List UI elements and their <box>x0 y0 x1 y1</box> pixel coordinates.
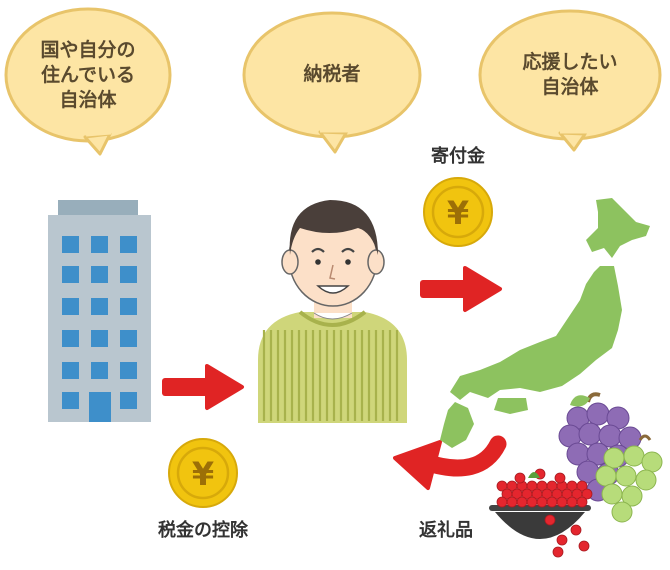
building-window <box>62 236 79 253</box>
ikura-egg <box>546 496 558 508</box>
ikura-egg <box>552 546 564 558</box>
grape-purple <box>586 402 610 426</box>
bubble-line: 自治体 <box>59 89 117 111</box>
ikura-egg <box>506 496 518 508</box>
building-window <box>62 330 79 347</box>
ikura-egg <box>556 534 568 546</box>
building-icon <box>48 200 151 422</box>
bubble-support-government <box>478 9 662 152</box>
ikura-egg <box>516 496 528 508</box>
building-window <box>91 330 108 347</box>
building-window <box>91 266 108 283</box>
ikura-egg <box>566 496 578 508</box>
bubble-line: 応援したい <box>522 51 618 73</box>
bubble-line: 自治体 <box>541 76 599 98</box>
building-window <box>62 392 79 409</box>
ikura-egg <box>576 480 588 492</box>
ikura-egg <box>514 472 526 484</box>
bubble-line: 住んでいる <box>40 64 136 86</box>
bubble-local-government <box>4 7 172 156</box>
donation-coin-icon: ¥ <box>423 177 493 247</box>
taxpayer-person-icon <box>258 200 407 423</box>
ikura-egg <box>581 488 593 500</box>
grape-green <box>635 469 657 491</box>
grape-purple <box>578 422 602 446</box>
ikura-egg <box>578 540 590 552</box>
ikura-egg <box>544 514 556 526</box>
building-window <box>62 298 79 315</box>
ikura-egg <box>576 496 588 508</box>
bubble-line: 国や自分の <box>40 39 136 61</box>
building-window <box>120 330 137 347</box>
building-window <box>91 362 108 379</box>
grape-green <box>641 451 663 473</box>
tax-deduction-label: 税金の控除 <box>158 520 248 541</box>
donation-label: 寄付金 <box>431 146 485 167</box>
bubble-taxpayer-text: 納税者 <box>262 62 402 87</box>
ikura-egg <box>496 496 508 508</box>
return-gift-label: 返礼品 <box>419 520 473 541</box>
deduction-coin-icon: ¥ <box>168 438 238 508</box>
grape-green <box>603 447 625 469</box>
grape-green <box>621 485 643 507</box>
japan-map-icon <box>440 198 650 448</box>
building-window <box>120 236 137 253</box>
building-window <box>91 236 108 253</box>
bubble-support-government-text: 応援したい 自治体 <box>500 50 640 100</box>
bubble-local-government-text: 国や自分の 住んでいる 自治体 <box>18 38 158 113</box>
building-window <box>120 392 137 409</box>
grape-green <box>611 501 633 523</box>
building-window <box>120 362 137 379</box>
yen-symbol: ¥ <box>447 194 469 232</box>
ikura-egg <box>556 496 568 508</box>
bubble-taxpayer <box>242 11 422 154</box>
ikura-egg <box>536 496 548 508</box>
ikura-bowl-icon <box>489 468 593 558</box>
arrow-return-gift <box>393 435 507 490</box>
building-window <box>91 298 108 315</box>
grape-green <box>595 465 617 487</box>
yen-symbol: ¥ <box>192 455 214 493</box>
bubble-line: 納税者 <box>303 63 361 85</box>
grape-green <box>623 445 645 467</box>
ikura-egg <box>526 496 538 508</box>
building-window <box>62 362 79 379</box>
building-window <box>62 266 79 283</box>
building-window <box>120 298 137 315</box>
grape-green <box>615 465 637 487</box>
ikura-egg <box>570 524 582 536</box>
ikura-egg <box>554 472 566 484</box>
building-window <box>120 266 137 283</box>
arrow-to-taxpayer <box>162 364 244 410</box>
arrow-to-support-government <box>420 266 502 312</box>
grapes-icon <box>558 392 663 523</box>
grape-green <box>601 483 623 505</box>
